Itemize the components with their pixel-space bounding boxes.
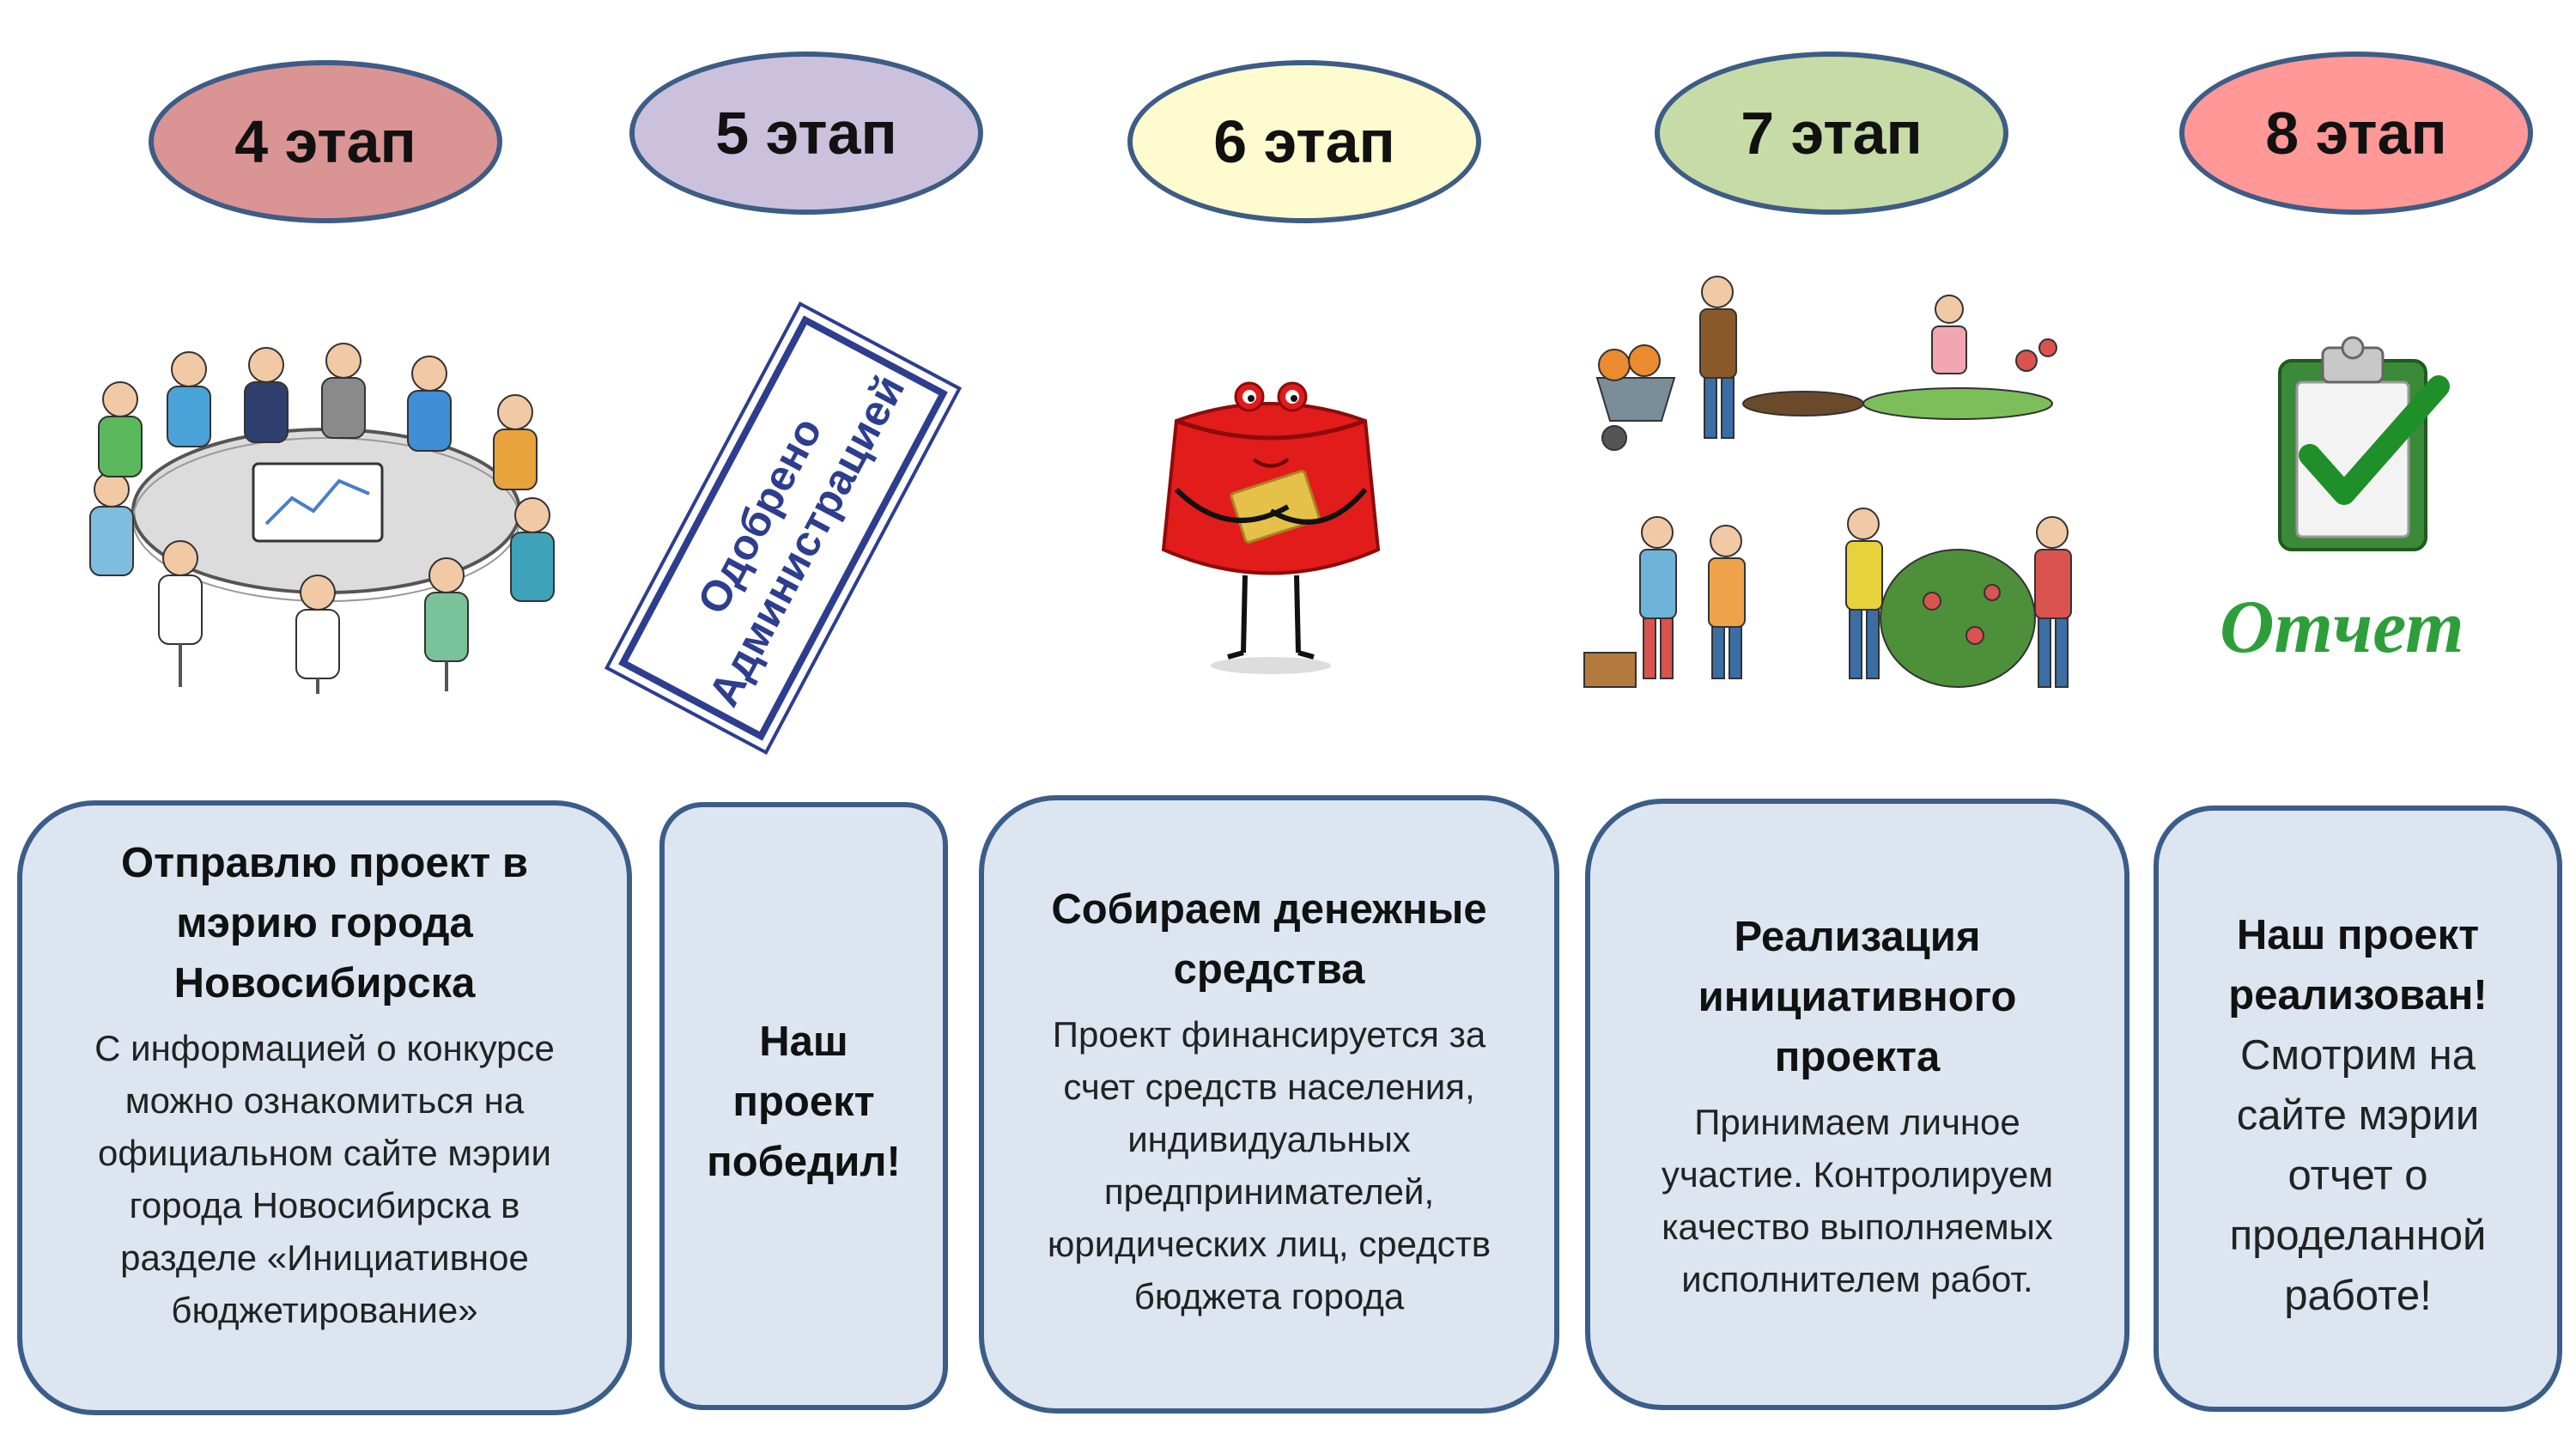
- stage-4-card-body: С информацией о конкурсе можно ознакомит…: [94, 1028, 555, 1330]
- stage-5-oval: 5 этап: [629, 52, 983, 215]
- stage-8-card: Наш проект реализован! Смотрим на сайте …: [2154, 806, 2562, 1412]
- stage-4-oval: 4 этап: [149, 60, 502, 223]
- stage-8-oval: 8 этап: [2179, 52, 2533, 215]
- stage-4-label: 4 этап: [234, 108, 416, 175]
- gardeners-illustration: [1583, 276, 2072, 688]
- clipboard-check-icon: [2278, 336, 2450, 551]
- stage-8-label: 8 этап: [2265, 100, 2447, 167]
- red-purse: [1161, 381, 1381, 674]
- stage-6-label: 6 этап: [1213, 108, 1395, 175]
- stage-6-card-body: Проект финансируется за счет средств нас…: [1047, 1014, 1492, 1316]
- stage-5-card-title: Наш проект победил!: [707, 1018, 901, 1185]
- stage-7-card-body: Принимаем личное участие. Контролируем к…: [1661, 1102, 2054, 1299]
- stage-7-card: Реализация инициативного проекта Принима…: [1585, 799, 2129, 1410]
- stage-8-card-title: Наш проект реализован!: [2228, 912, 2488, 1018]
- stage-6-card-title: Собираем денежные средства: [1051, 886, 1487, 993]
- stage-6-card: Собираем денежные средства Проект финанс…: [979, 795, 1559, 1414]
- stage-7-card-title: Реализация инициативного проекта: [1698, 914, 2017, 1080]
- stage-8-card-body: Смотрим на сайте мэрии отчет о проделанн…: [2229, 1032, 2487, 1319]
- stage-5-card: Наш проект победил!: [659, 802, 948, 1410]
- meeting-illustration: [89, 343, 555, 694]
- stage-6-oval: 6 этап: [1127, 60, 1481, 223]
- stage-5-label: 5 этап: [715, 100, 897, 167]
- stage-7-oval: 7 этап: [1655, 52, 2008, 215]
- stage-7-label: 7 этап: [1741, 100, 1923, 167]
- report-label: Отчет: [2220, 586, 2464, 669]
- stage-4-card-title: Отправлю проект в мэрию города Новосибир…: [121, 840, 528, 1006]
- approved-stamp: Одобрено Администрацией: [610, 289, 957, 768]
- stage-4-card: Отправлю проект в мэрию города Новосибир…: [17, 800, 632, 1415]
